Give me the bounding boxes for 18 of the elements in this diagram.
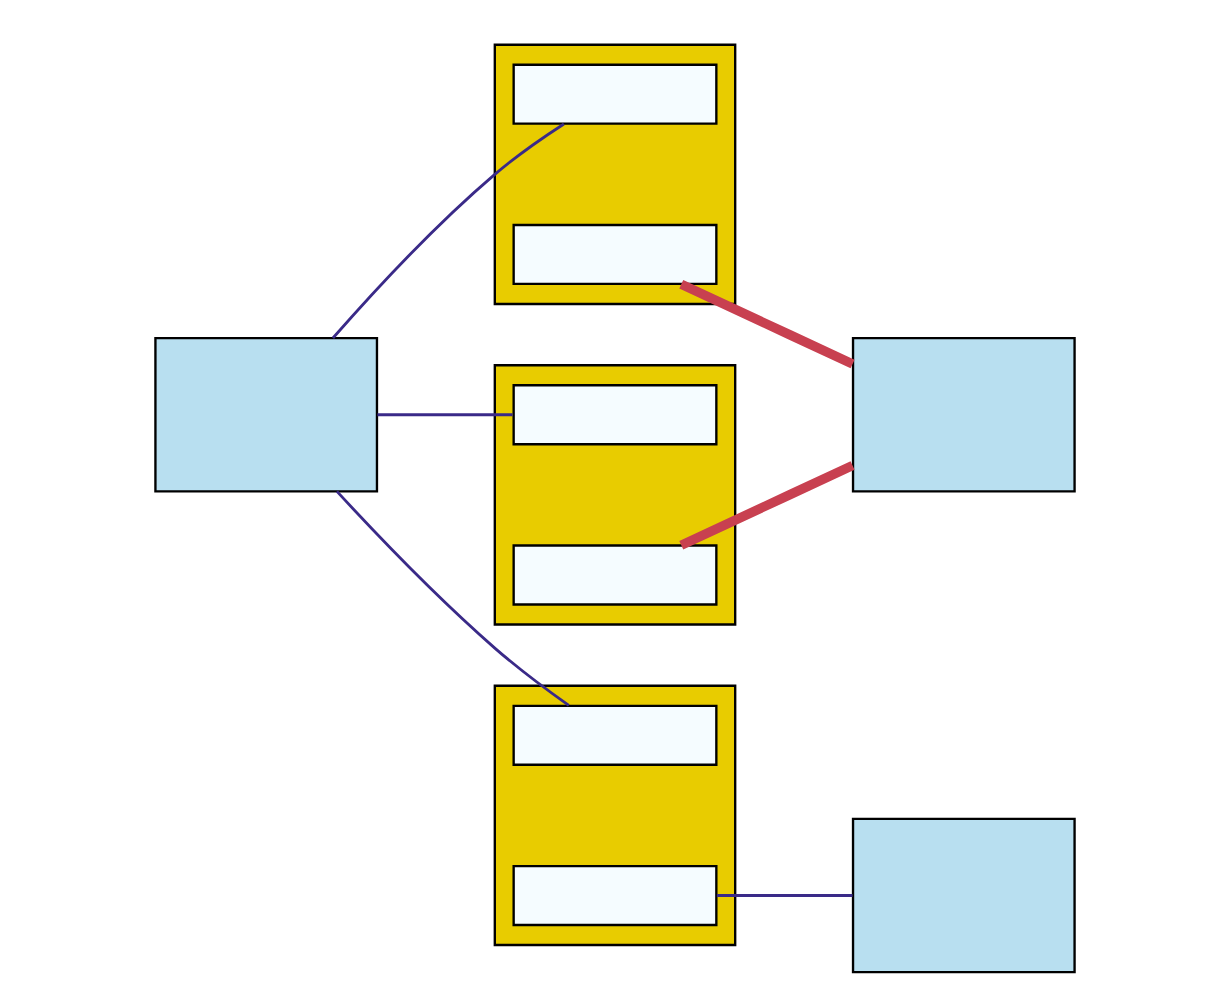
cluster <box>493 684 737 947</box>
connector <box>335 490 570 707</box>
node-box <box>512 384 718 446</box>
node-box <box>851 817 1076 974</box>
connector <box>716 894 853 897</box>
cluster <box>493 43 737 306</box>
connector <box>679 279 855 369</box>
connector <box>679 461 855 550</box>
cluster <box>493 364 737 626</box>
connector <box>331 122 565 339</box>
node-box <box>512 864 718 927</box>
node-box <box>512 63 718 125</box>
node-box <box>512 223 718 286</box>
node-box <box>154 336 379 493</box>
node-box <box>851 336 1076 493</box>
node-box <box>512 544 718 606</box>
connector <box>377 413 513 417</box>
node-box <box>512 704 718 766</box>
